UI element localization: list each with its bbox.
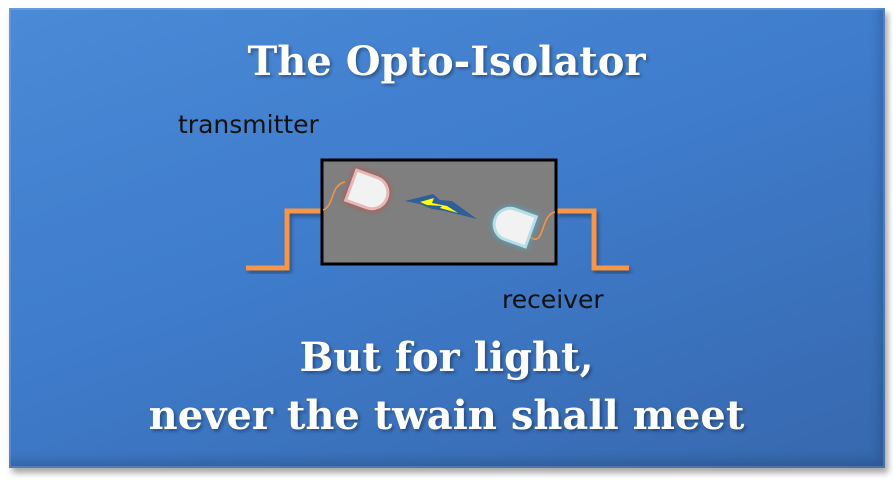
- input-signal-line: [246, 208, 321, 271]
- caption-line-2: never the twain shall meet: [148, 392, 745, 439]
- caption-line-1: But for light,: [299, 334, 594, 381]
- slide-title: The Opto-Isolator: [247, 38, 646, 85]
- transmitter-wire: [322, 181, 346, 211]
- transmitter-label: transmitter: [178, 110, 319, 139]
- receiver-wire: [529, 211, 556, 240]
- output-signal-line: [556, 208, 629, 271]
- receiver-led-icon: [492, 206, 539, 250]
- receiver-label: receiver: [502, 285, 604, 314]
- transmitter-led-icon: [343, 167, 390, 211]
- light-bolt-icon: [405, 194, 477, 219]
